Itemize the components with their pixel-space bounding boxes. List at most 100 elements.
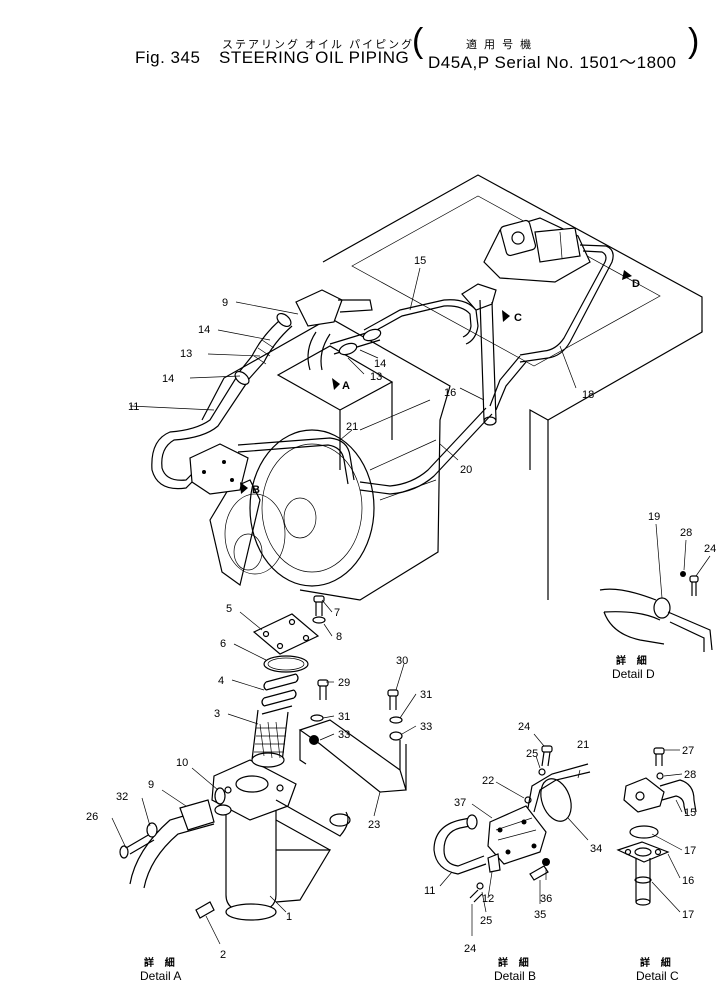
bolt-30 [387, 689, 399, 697]
callout-16-c: 16 [682, 875, 694, 887]
callout-11-b: 11 [424, 885, 435, 897]
callout-1: 1 [286, 911, 292, 923]
main-leaders [129, 267, 577, 461]
arrow-label-d: D [632, 278, 640, 290]
strainer-3 [251, 709, 289, 763]
callout-13-a: 13 [180, 348, 192, 360]
callout-24-b-lower: 24 [464, 943, 476, 955]
bracket-23 [298, 719, 407, 793]
detail-d-label: Detail D [612, 667, 655, 681]
o-ring-34 [540, 778, 572, 822]
callout-17-c-upper: 17 [684, 845, 696, 857]
plug-2 [195, 901, 215, 919]
callout-14-a: 14 [198, 324, 210, 336]
detail-b-jp: 詳 細 [498, 956, 533, 969]
callout-20: 20 [460, 464, 472, 476]
callout-13-b: 13 [370, 371, 382, 383]
washer-8 [312, 616, 326, 624]
detail-d [599, 571, 713, 652]
callout-35: 35 [534, 909, 546, 921]
washer-28-d [680, 571, 686, 577]
hose-13-middle [307, 331, 331, 371]
callout-10: 10 [176, 757, 188, 769]
pipe-d [667, 611, 713, 652]
hose-13-upper [235, 319, 293, 381]
callout-11-main: 11 [128, 401, 139, 413]
washer-22 [524, 796, 532, 804]
pipe-11 [151, 377, 237, 490]
callout-14-c: 14 [374, 358, 386, 370]
callout-26: 26 [86, 811, 98, 823]
callout-31-b: 31 [420, 689, 432, 701]
pipe-21-detail [527, 763, 591, 813]
bolt-24-d [689, 575, 699, 583]
bolt-29 [317, 679, 329, 687]
pipe-16 [479, 299, 497, 421]
pipe-15-detail [659, 779, 697, 815]
arrow-label-c: C [514, 312, 522, 324]
callout-14-b: 14 [162, 373, 174, 385]
callout-24-b-upper: 24 [518, 721, 530, 733]
callout-33-a: 33 [338, 729, 350, 741]
callout-29: 29 [338, 677, 350, 689]
detail-b [433, 745, 591, 903]
callout-3: 3 [214, 708, 220, 720]
detail-a-label: Detail A [140, 969, 181, 983]
detail-d-jp: 詳 細 [616, 654, 651, 667]
callout-25-b-upper: 25 [526, 748, 538, 760]
main-assembly: A B C D [151, 174, 703, 601]
callout-12: 12 [482, 893, 494, 905]
callout-30: 30 [396, 655, 408, 667]
detail-c-label: Detail C [636, 969, 679, 983]
callout-23: 23 [368, 819, 380, 831]
callout-25-b-lower: 25 [480, 915, 492, 927]
washer-25-lower [476, 882, 484, 890]
figure-number: Fig. 345 [135, 48, 201, 67]
detail-c-leaders [651, 749, 683, 913]
floor-plate [322, 174, 703, 421]
o-ring-19 [653, 597, 671, 619]
callout-2: 2 [220, 949, 226, 961]
bolt-35 [529, 865, 549, 881]
paren-close: ) [688, 22, 700, 60]
detail-c [616, 747, 697, 906]
callout-15-main: 15 [414, 255, 426, 267]
o-ring-10 [214, 787, 226, 805]
washer-31-a [310, 714, 324, 722]
callout-4: 4 [218, 675, 224, 687]
pipe-20 [359, 407, 493, 495]
detail-a-jp: 詳 細 [144, 956, 179, 969]
washer-25-upper [538, 768, 546, 776]
washer-28-c [656, 772, 664, 780]
callout-16-main: 16 [444, 387, 456, 399]
serial-applicability: D45A,P Serial No. 1501～1800 [428, 53, 677, 72]
floor-plate-inner [351, 195, 661, 367]
detail-a [119, 595, 407, 921]
japanese-applicability: 適 用 号 機 [466, 39, 534, 51]
pipe-18 [519, 244, 614, 363]
callout-9-a: 9 [148, 779, 154, 791]
flange-16 [616, 841, 670, 863]
o-ring-6 [263, 655, 309, 673]
detail-c-jp: 詳 細 [640, 956, 675, 969]
callout-31-a: 31 [338, 711, 350, 723]
elbow-tube-9 [129, 807, 215, 889]
washer-32 [146, 822, 158, 838]
callout-37: 37 [454, 797, 466, 809]
o-ring-17-lower [634, 876, 652, 884]
japanese-title: ステアリング オイル パイピング [222, 39, 415, 51]
detail-captions: 詳 細 Detail A 詳 細 Detail B 詳 細 Detail C 詳… [140, 654, 679, 983]
clip-12 [487, 853, 501, 873]
detail-d-leaders [655, 523, 711, 599]
callout-18: 18 [582, 389, 594, 401]
callout-27: 27 [682, 745, 694, 757]
callout-24-d: 24 [704, 543, 716, 555]
spring-4 [261, 673, 299, 715]
o-ring-17-upper [629, 825, 659, 839]
pump-body-b [189, 443, 249, 495]
callout-9-main: 9 [222, 297, 228, 309]
callout-22: 22 [482, 775, 494, 787]
bolt-24-lower [469, 889, 483, 903]
callout-6: 6 [220, 638, 226, 650]
